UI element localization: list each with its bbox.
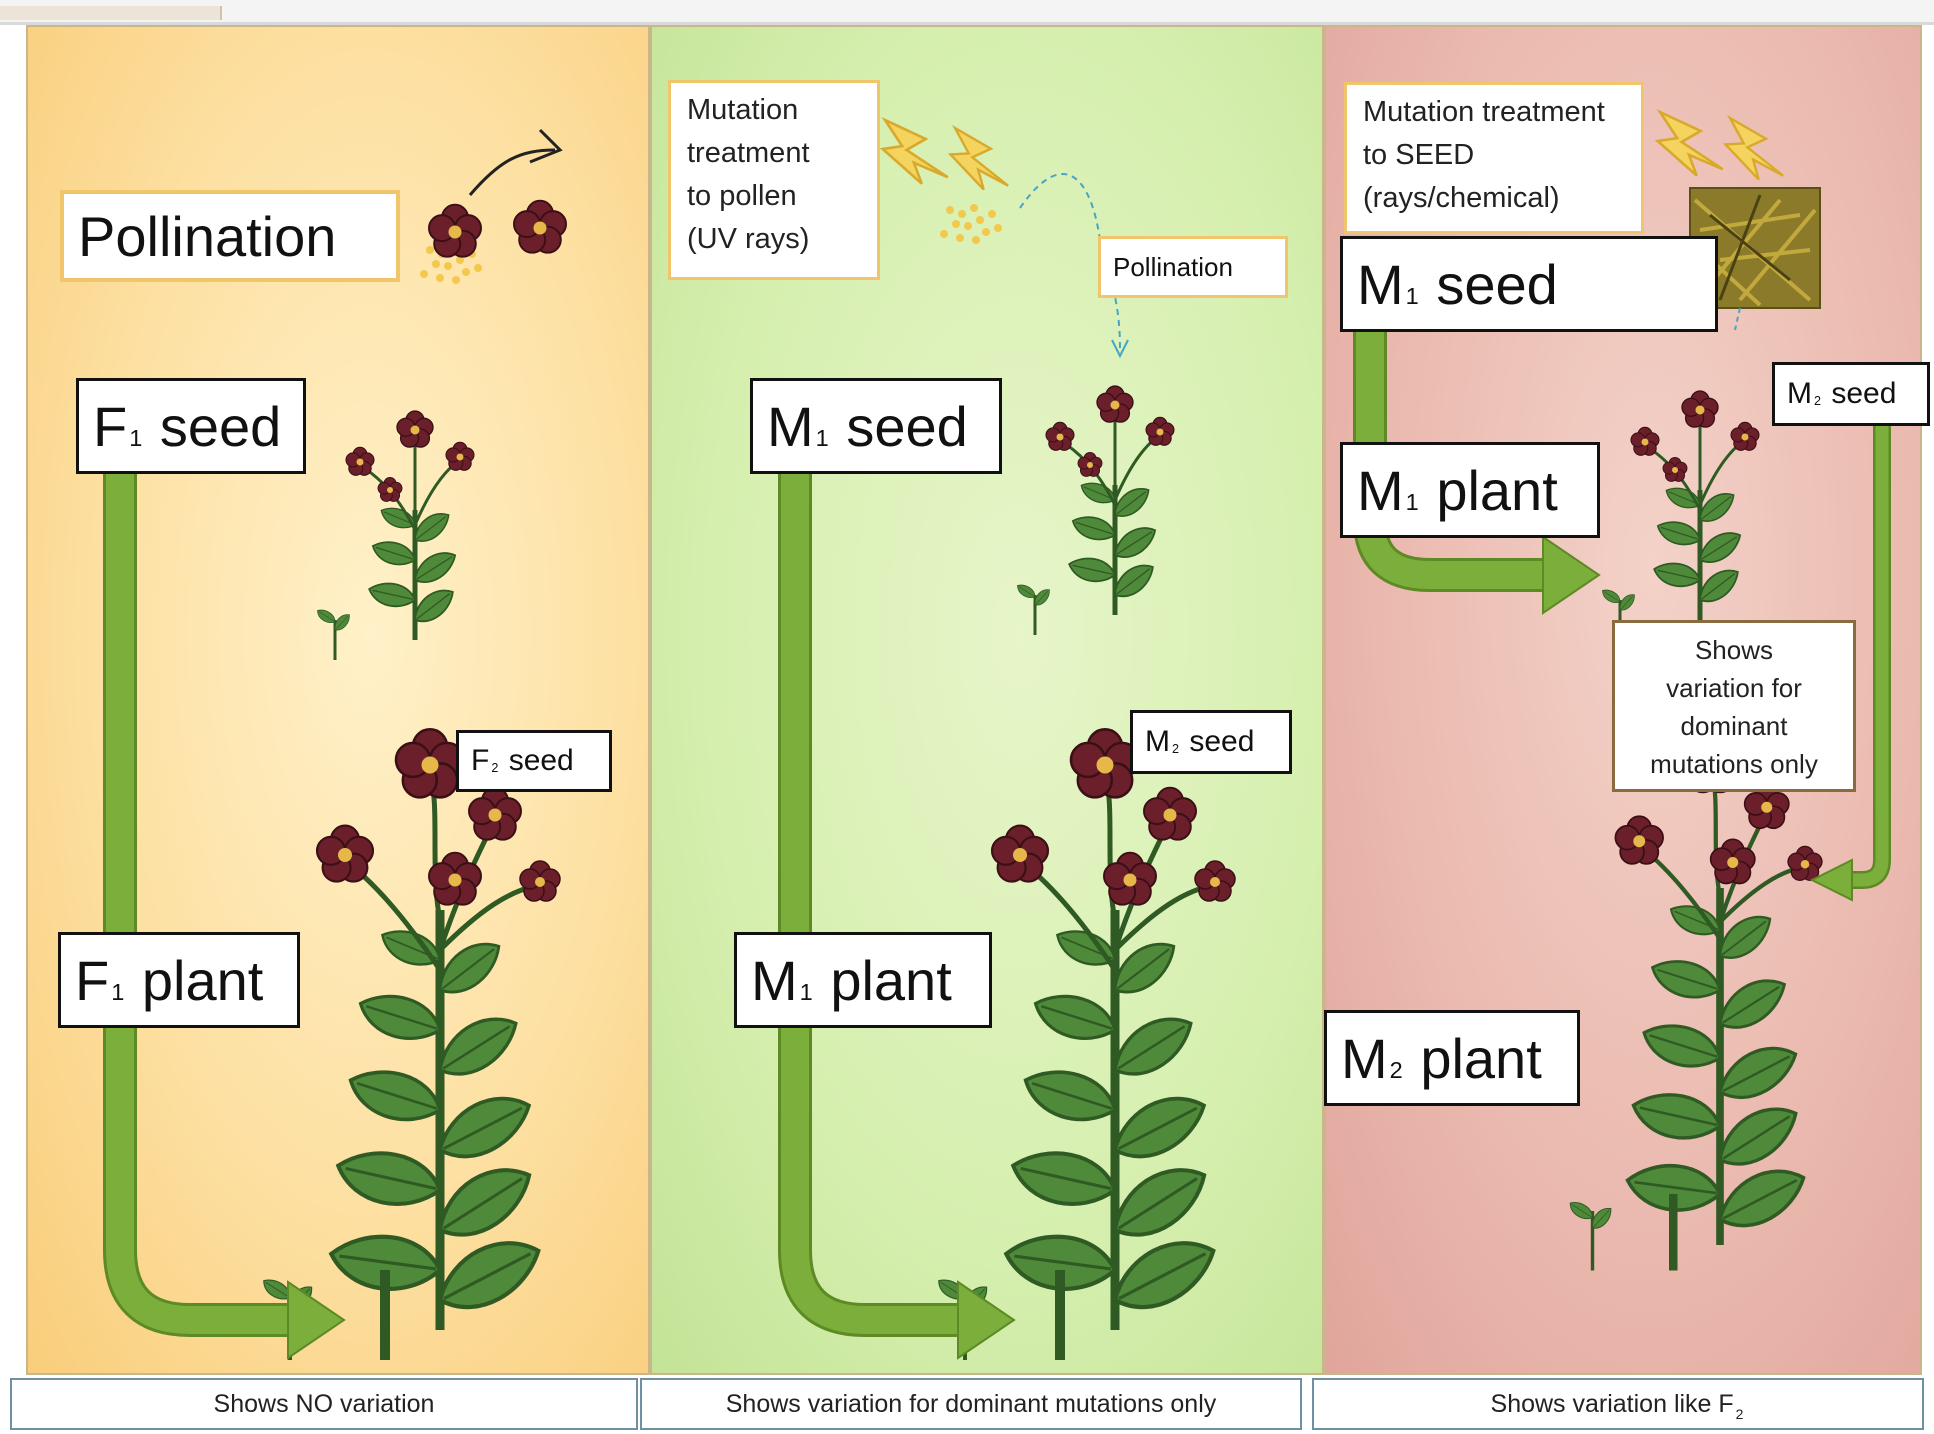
- caption-pollen-mutation: Shows variation for dominant mutations o…: [640, 1378, 1302, 1430]
- plant-icon: [935, 729, 1235, 1360]
- seed-to-plant-arrow: [1809, 405, 1891, 902]
- growth-arrow: [778, 440, 1015, 1359]
- pollination-label: Pollination: [60, 190, 400, 282]
- plant-icon: [260, 729, 560, 1360]
- lightning-bolt-icon: [870, 118, 1022, 199]
- growth-arrow: [103, 440, 345, 1359]
- flower-icon: [428, 128, 567, 258]
- plant-icon: [315, 411, 474, 660]
- lightning-bolt-icon: [1645, 110, 1797, 189]
- plant-icon: [1567, 734, 1822, 1270]
- top-rule: [0, 0, 1934, 25]
- plant-icon: [1015, 386, 1174, 635]
- tab-mark: [0, 6, 222, 20]
- seed-treatment-note: Mutation treatment to SEED (rays/chemica…: [1344, 82, 1644, 234]
- variation-note: Shows variation for dominant mutations o…: [1612, 620, 1856, 792]
- pollen-icon: [940, 204, 1002, 244]
- caption-conventional-cross: Shows NO variation: [10, 1378, 638, 1430]
- pollination-label: Pollination: [1098, 236, 1288, 298]
- plant-icon: [1600, 391, 1759, 640]
- pollen-treatment-note: Mutation treatment to pollen (UV rays): [668, 80, 880, 280]
